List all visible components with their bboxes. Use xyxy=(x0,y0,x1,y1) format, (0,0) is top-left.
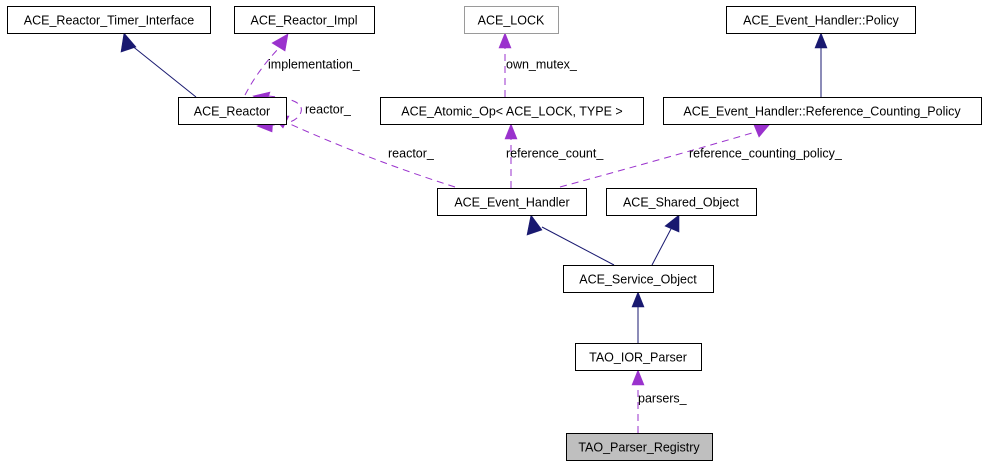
class-node-tao-parser-registry[interactable]: TAO_Parser_Registry xyxy=(566,433,713,461)
edge-tao-parser-registry-to-tao-ior-parser xyxy=(631,369,645,433)
class-label-tao-ior-parser: TAO_IOR_Parser xyxy=(589,350,687,364)
class-node-ace-service-object[interactable]: ACE_Service_Object xyxy=(563,265,714,293)
edge-label-own-mutex: own_mutex_ xyxy=(506,57,578,71)
edge-label-reference-counting-policy: reference_counting_policy_ xyxy=(689,146,843,160)
class-node-ace-event-handler-reference-counting-policy[interactable]: ACE_Event_Handler::Reference_Counting_Po… xyxy=(663,97,982,125)
class-label-ace-reactor: ACE_Reactor xyxy=(194,104,270,118)
class-label-ace-reactor-impl: ACE_Reactor_Impl xyxy=(251,13,358,27)
edge-ace-reactor-to-ace-reactor-impl xyxy=(244,33,289,96)
class-node-ace-reactor-impl[interactable]: ACE_Reactor_Impl xyxy=(234,6,375,34)
edge-label-parsers: parsers_ xyxy=(638,391,688,405)
class-node-ace-event-handler[interactable]: ACE_Event_Handler xyxy=(437,188,587,216)
class-label-ace-event-handler: ACE_Event_Handler xyxy=(454,195,569,209)
edge-ref-counting-policy-to-policy xyxy=(814,32,828,97)
class-node-ace-lock[interactable]: ACE_LOCK xyxy=(464,6,559,34)
edge-ace-reactor-to-ace-reactor-timer-interface xyxy=(120,32,197,98)
edge-ace-service-object-to-ace-event-handler xyxy=(526,214,615,266)
class-node-ace-shared-object[interactable]: ACE_Shared_Object xyxy=(606,188,757,216)
edge-label-reactor: reactor_ xyxy=(388,146,435,160)
edge-ace-service-object-to-ace-shared-object xyxy=(651,214,680,266)
class-node-ace-reactor-timer-interface[interactable]: ACE_Reactor_Timer_Interface xyxy=(7,6,211,34)
edge-ace-atomic-op-to-ace-lock xyxy=(498,32,512,97)
edge-label-reference-count: reference_count_ xyxy=(506,146,604,160)
edge-label-implementation: implementation_ xyxy=(268,57,361,71)
class-label-ace-lock: ACE_LOCK xyxy=(478,13,545,27)
class-label-ace-reactor-timer-interface: ACE_Reactor_Timer_Interface xyxy=(24,13,194,27)
class-label-tao-parser-registry: TAO_Parser_Registry xyxy=(578,440,700,454)
edge-label-reactor-self: reactor_ xyxy=(305,102,352,116)
class-label-ace-atomic-op: ACE_Atomic_Op< ACE_LOCK, TYPE > xyxy=(401,104,622,118)
class-label-ace-service-object: ACE_Service_Object xyxy=(579,272,697,286)
class-node-ace-event-handler-policy[interactable]: ACE_Event_Handler::Policy xyxy=(726,6,916,34)
class-label-ace-event-handler-reference-counting-policy: ACE_Event_Handler::Reference_Counting_Po… xyxy=(683,104,961,118)
class-node-ace-atomic-op[interactable]: ACE_Atomic_Op< ACE_LOCK, TYPE > xyxy=(380,97,644,125)
edge-tao-ior-parser-to-ace-service-object xyxy=(631,291,645,343)
edge-ace-event-handler-to-ace-atomic-op xyxy=(504,123,518,188)
class-node-ace-reactor[interactable]: ACE_Reactor xyxy=(178,97,287,125)
class-node-tao-ior-parser[interactable]: TAO_IOR_Parser xyxy=(575,343,702,371)
class-label-ace-shared-object: ACE_Shared_Object xyxy=(623,195,740,209)
class-label-ace-event-handler-policy: ACE_Event_Handler::Policy xyxy=(743,13,899,27)
